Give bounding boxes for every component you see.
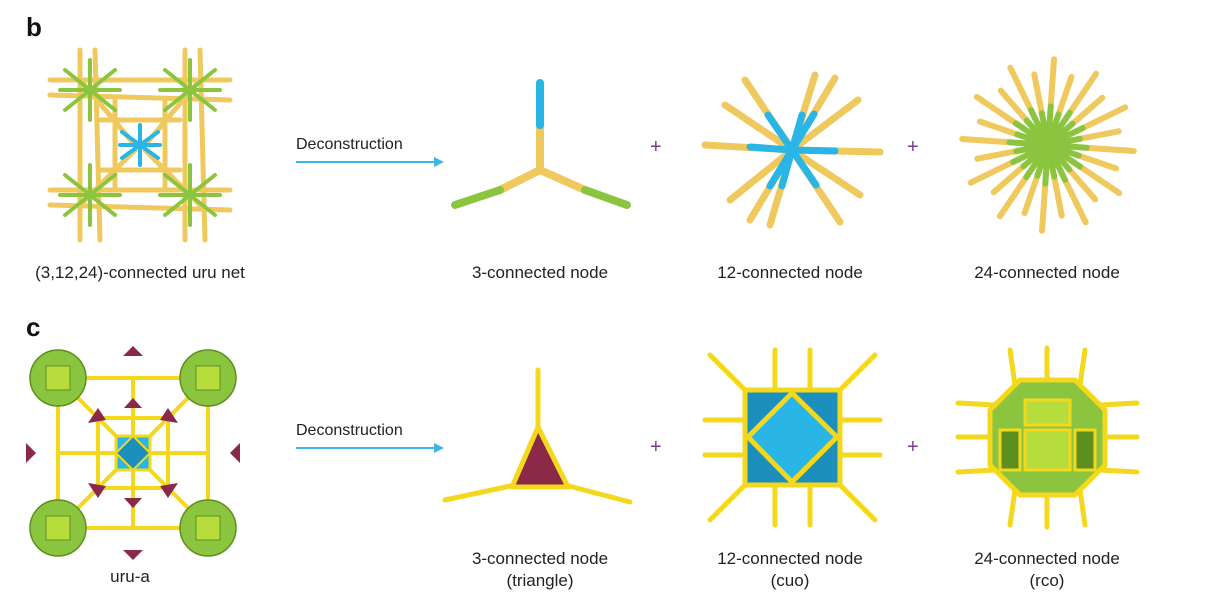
twelve-connected-caption-b: 12-connected node bbox=[717, 263, 863, 282]
rod-outer bbox=[1066, 70, 1100, 116]
rod-outer bbox=[1075, 152, 1120, 172]
rod-outer bbox=[1066, 166, 1099, 203]
rod-outer bbox=[1038, 180, 1049, 234]
three-connected-node-b bbox=[451, 79, 631, 209]
rod-inner bbox=[1045, 135, 1083, 148]
deconstruction-label-b: Deconstruction bbox=[296, 136, 403, 153]
deconstruction-arrow-b bbox=[296, 157, 444, 167]
twenty-four-connected-node-b bbox=[959, 56, 1137, 234]
rod-outer bbox=[1077, 163, 1123, 197]
plus-sign-c1: + bbox=[650, 436, 662, 458]
rco-caption-line2: (rco) bbox=[1029, 571, 1065, 590]
triangle-caption-line1: 3-connected node bbox=[471, 549, 609, 568]
twelve-connected-node-b bbox=[701, 71, 884, 229]
rod-outer bbox=[1031, 71, 1045, 117]
rod-outer bbox=[967, 158, 1017, 186]
deconstruction-label-c: Deconstruction bbox=[296, 422, 403, 439]
cuo-caption-line2: (cuo) bbox=[770, 571, 810, 590]
rod-outer bbox=[1079, 104, 1129, 132]
rod-outer bbox=[1047, 56, 1058, 110]
deconstruction-arrow-c bbox=[296, 443, 444, 453]
cuo-caption-line1: 12-connected node bbox=[717, 549, 863, 568]
uru-a-figure bbox=[26, 346, 240, 560]
rco-node bbox=[955, 345, 1140, 530]
rod-outer bbox=[1083, 144, 1137, 155]
rod-outer bbox=[997, 87, 1030, 124]
rco-caption-line1: 24-connected node bbox=[974, 549, 1120, 568]
triangle-node bbox=[442, 367, 633, 505]
rod-outer bbox=[1021, 172, 1041, 217]
rod-outer bbox=[974, 148, 1020, 162]
plus-sign-b2: + bbox=[907, 136, 919, 158]
rod-outer bbox=[976, 118, 1021, 138]
rco-caption: 24-connected node (rco) bbox=[942, 548, 1152, 592]
twenty-four-connected-caption-b: 24-connected node bbox=[974, 263, 1120, 282]
triangle-caption-line2: (triangle) bbox=[506, 571, 574, 590]
rod-outer bbox=[959, 135, 1013, 146]
uru-net-figure bbox=[47, 47, 233, 243]
panel-b-label: b bbox=[26, 12, 42, 42]
rod-outer bbox=[1061, 176, 1089, 226]
uru-net-caption: (3,12,24)-connected uru net bbox=[35, 263, 245, 282]
three-connected-caption-b: 3-connected node bbox=[471, 263, 609, 282]
cuo-caption: 12-connected node (cuo) bbox=[690, 548, 890, 592]
triangle-caption: 3-connected node (triangle) bbox=[440, 548, 640, 592]
rod-outer bbox=[973, 93, 1019, 127]
plus-sign-b1: + bbox=[650, 136, 662, 158]
rod-outer bbox=[1069, 94, 1106, 127]
rod-outer bbox=[1051, 173, 1065, 219]
rod-outer bbox=[1076, 128, 1122, 142]
uru-a-caption: uru-a bbox=[110, 567, 150, 586]
rod-outer bbox=[1007, 64, 1035, 114]
rod-outer bbox=[990, 163, 1027, 196]
rod-outer bbox=[996, 174, 1030, 220]
plus-sign-c2: + bbox=[907, 436, 919, 458]
rod-outer bbox=[1055, 73, 1075, 118]
panel-c-label: c bbox=[26, 312, 41, 342]
cuo-node bbox=[702, 347, 883, 528]
